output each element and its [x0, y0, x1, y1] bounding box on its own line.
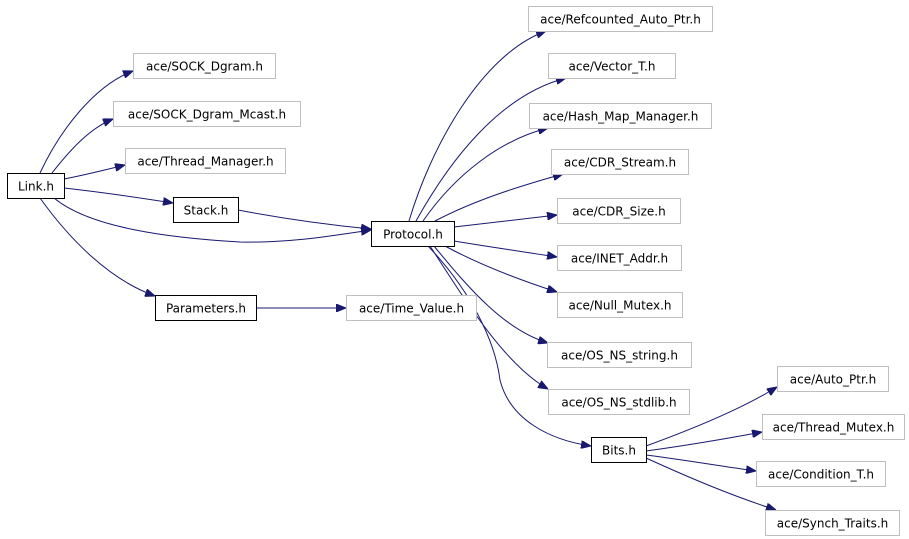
edge-protocol-to-bits: [427, 245, 591, 446]
node-synch-traits[interactable]: ace/Synch_Traits.h: [765, 510, 900, 536]
node-label: ace/Synch_Traits.h: [777, 517, 888, 531]
node-label: Parameters.h: [166, 302, 246, 316]
node-cdr-size[interactable]: ace/CDR_Size.h: [557, 198, 681, 224]
node-label: ace/Vector_T.h: [569, 60, 656, 74]
node-vector-t[interactable]: ace/Vector_T.h: [548, 53, 676, 79]
edge-link-to-thread_manager: [63, 165, 125, 180]
node-box: [777, 366, 889, 392]
node-thread-mutex[interactable]: ace/Thread_Mutex.h: [762, 414, 905, 440]
node-label: ace/SOCK_Dgram.h: [146, 60, 263, 74]
node-hash-map-manager[interactable]: ace/Hash_Map_Manager.h: [529, 103, 712, 129]
nodes-layer: Link.h ace/SOCK_Dgram.h ace/SOCK_Dgram_Mca…: [7, 6, 905, 536]
node-label: ace/Hash_Map_Manager.h: [543, 110, 699, 124]
node-label: ace/Null_Mutex.h: [569, 299, 672, 313]
edge-link-to-sock_dgram: [39, 71, 133, 174]
node-time-value[interactable]: ace/Time_Value.h: [346, 295, 477, 321]
node-sock-dgram-mcast[interactable]: ace/SOCK_Dgram_Mcast.h: [113, 101, 301, 127]
node-label: ace/OS_NS_stdlib.h: [561, 396, 676, 410]
node-box: [371, 221, 455, 247]
node-box: [765, 510, 900, 536]
node-label: ace/Refcounted_Auto_Ptr.h: [540, 13, 701, 27]
edge-link-to-sock_dgram_mcast: [51, 119, 113, 174]
node-box: [173, 197, 239, 223]
node-box: [346, 295, 477, 321]
edge-protocol-to-os_ns_string: [433, 245, 548, 343]
node-label: ace/INET_Addr.h: [571, 252, 668, 266]
node-box: [113, 101, 301, 127]
node-label: ace/CDR_Size.h: [572, 205, 665, 219]
node-refcounted-auto-ptr[interactable]: ace/Refcounted_Auto_Ptr.h: [528, 6, 713, 32]
node-box: [591, 437, 647, 463]
node-sock-dgram[interactable]: ace/SOCK_Dgram.h: [133, 53, 276, 79]
edge-protocol-to-hash_map_manager: [422, 128, 548, 222]
node-null-mutex[interactable]: ace/Null_Mutex.h: [557, 292, 683, 318]
edge-protocol-to-null_mutex: [444, 245, 557, 292]
edge-stack-to-protocol: [237, 209, 371, 229]
node-cdr-stream[interactable]: ace/CDR_Stream.h: [551, 149, 689, 175]
node-bits[interactable]: Bits.h: [591, 437, 647, 463]
node-label: Stack.h: [184, 204, 229, 218]
node-label: ace/Time_Value.h: [359, 302, 464, 316]
node-box: [7, 173, 65, 199]
node-parameters[interactable]: Parameters.h: [155, 295, 257, 321]
node-stack[interactable]: Stack.h: [173, 197, 239, 223]
edge-protocol-to-refcounted_auto_ptr: [408, 31, 546, 222]
edge-link-to-protocol: [53, 197, 371, 243]
node-box: [529, 103, 712, 129]
node-box: [557, 198, 681, 224]
node-label: ace/Auto_Ptr.h: [790, 373, 876, 387]
node-label: ace/OS_NS_string.h: [561, 349, 678, 363]
node-label: ace/Condition_T.h: [768, 468, 874, 482]
node-protocol[interactable]: Protocol.h: [371, 221, 455, 247]
node-condition-t[interactable]: ace/Condition_T.h: [756, 461, 886, 487]
node-box: [155, 295, 257, 321]
node-box: [551, 149, 689, 175]
node-box: [528, 6, 713, 32]
node-label: Link.h: [18, 180, 54, 194]
edge-bits-to-condition_t: [645, 454, 756, 471]
node-label: ace/Thread_Mutex.h: [773, 421, 895, 435]
node-box: [125, 148, 286, 174]
node-box: [548, 389, 690, 415]
node-box: [133, 53, 276, 79]
node-box: [547, 342, 692, 368]
edge-bits-to-auto_ptr: [645, 387, 777, 447]
node-label: ace/CDR_Stream.h: [564, 156, 676, 170]
edge-protocol-to-os_ns_stdlib: [429, 245, 548, 389]
node-box: [557, 245, 682, 271]
edge-bits-to-synch_traits: [645, 457, 776, 510]
node-box: [548, 53, 676, 79]
edge-protocol-to-cdr_stream: [434, 174, 563, 222]
node-auto-ptr[interactable]: ace/Auto_Ptr.h: [777, 366, 889, 392]
edge-link-to-stack: [63, 187, 173, 203]
node-label: Bits.h: [602, 444, 636, 458]
edge-protocol-to-cdr_size: [453, 215, 557, 228]
edges-layer: [39, 31, 777, 510]
node-thread-manager[interactable]: ace/Thread_Manager.h: [125, 148, 286, 174]
node-label: ace/SOCK_Dgram_Mcast.h: [128, 108, 286, 122]
node-box: [762, 414, 905, 440]
node-label: Protocol.h: [383, 228, 443, 242]
node-label: ace/Thread_Manager.h: [137, 155, 273, 169]
edge-link-to-parameters: [39, 197, 155, 296]
node-box: [557, 292, 683, 318]
edge-bits-to-thread_mutex: [645, 432, 762, 452]
node-box: [756, 461, 886, 487]
node-os-ns-string[interactable]: ace/OS_NS_string.h: [547, 342, 692, 368]
node-inet-addr[interactable]: ace/INET_Addr.h: [557, 245, 682, 271]
node-link: Link.h: [7, 173, 65, 199]
node-os-ns-stdlib[interactable]: ace/OS_NS_stdlib.h: [548, 389, 690, 415]
edge-protocol-to-vector_t: [415, 78, 566, 222]
edge-protocol-to-inet_addr: [453, 240, 557, 257]
